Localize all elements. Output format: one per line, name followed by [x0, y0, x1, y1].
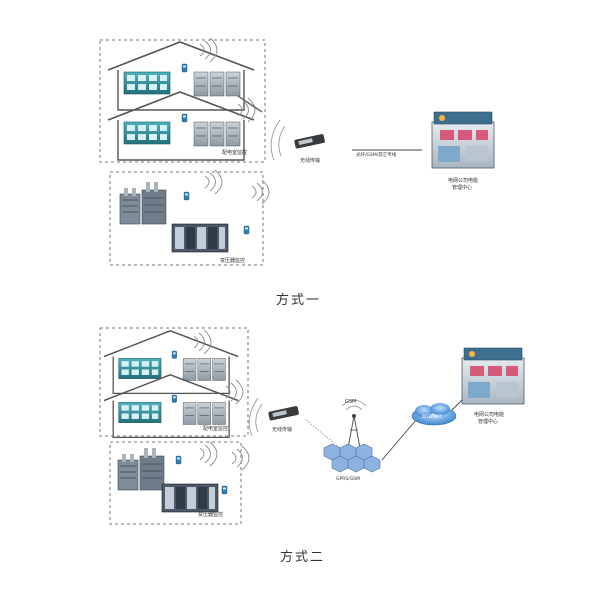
link-label-1: 光纤/GSM/其它专线	[356, 151, 397, 158]
transformer-1	[119, 181, 190, 225]
diagram-1: 配电室监控 变压器监控 无线传输 光纤/GSM/其它专线	[99, 37, 495, 266]
network-label: GPRS/GSM	[336, 476, 360, 482]
substation-cabinet-2	[161, 483, 228, 513]
gateway-to-tower-link	[305, 419, 341, 449]
substation-label-2: 变压器监控	[198, 511, 223, 518]
distribution-room-label-2: 配电室监控	[203, 425, 228, 432]
caption-method-2: 方式二	[280, 550, 326, 565]
distribution-room-label-1: 配电室监控	[222, 149, 247, 156]
substation-frame-2	[109, 441, 242, 525]
distribution-room-top-1	[108, 42, 254, 110]
cloud-label: INTERNET	[422, 414, 442, 419]
cellular-network	[323, 443, 381, 473]
center-label-1-line1: 电网公司电能	[448, 177, 478, 184]
center-label-1-line2: 管理中心	[452, 184, 472, 191]
tower-label: GSM	[345, 399, 356, 405]
wireless-gateway-2	[268, 405, 300, 421]
wireless-waves-2	[193, 329, 263, 471]
substation-label-1: 变压器监控	[220, 257, 245, 264]
center-label-2-line2: 管理中心	[478, 418, 498, 425]
wireless-waves-1	[199, 37, 286, 205]
substation-cabinet-1	[171, 223, 250, 253]
diagram-2: 配电室监控 变压器监控 无线传输	[99, 327, 525, 525]
gateway-label-1: 无线传输	[300, 157, 320, 164]
wireless-gateway-1	[294, 133, 326, 149]
substation-frame-1	[109, 171, 264, 266]
management-center-1	[431, 111, 495, 169]
caption-method-1: 方式一	[276, 293, 322, 308]
distribution-room-frame-2	[99, 327, 249, 437]
network-to-cloud-link	[381, 419, 417, 461]
center-label-2-line1: 电网公司电能	[474, 411, 504, 418]
distribution-room-frame-1	[99, 39, 266, 163]
internet-cloud	[411, 403, 457, 426]
gateway-label-2: 无线传输	[272, 426, 292, 433]
distribution-room-top-2	[104, 331, 238, 394]
management-center-2	[461, 347, 525, 405]
gsm-tower	[341, 399, 367, 449]
